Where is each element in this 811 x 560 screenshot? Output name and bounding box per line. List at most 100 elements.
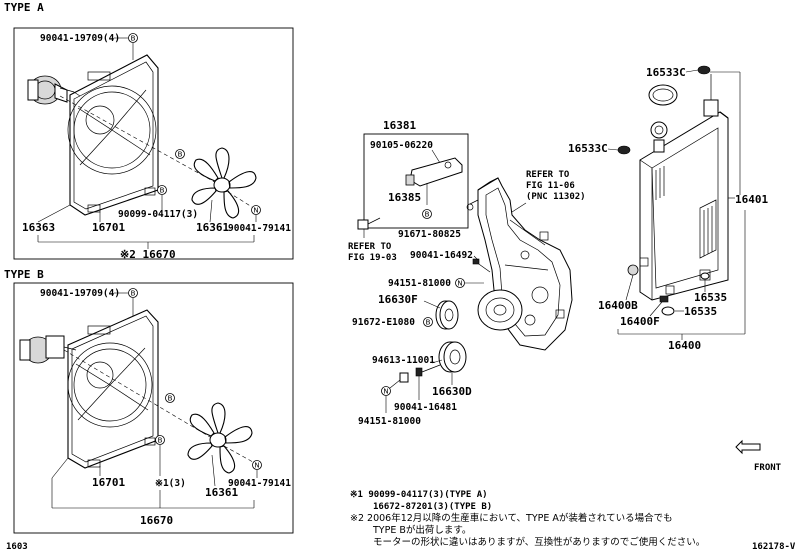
stud-drawing	[472, 258, 491, 273]
figure-id: 162178-V	[752, 542, 796, 552]
svg-text:B: B	[131, 35, 136, 43]
type-a-bolt-top-label: 90041-19709(4)	[40, 33, 120, 44]
type-b-bolt-top-label: 90041-19709(4)	[40, 288, 120, 299]
refer-b-line1: REFER TO	[526, 170, 570, 180]
svg-text:B: B	[131, 290, 136, 298]
type-a-fan-drawing	[191, 147, 257, 219]
type-b-marker-b1	[165, 393, 175, 403]
reservoir-drawing	[648, 84, 678, 106]
svg-text:B: B	[178, 151, 183, 159]
type-a-marker-b2	[157, 185, 167, 195]
pump-housing-drawing	[477, 289, 523, 331]
type-b-shroud-drawing	[67, 309, 159, 469]
refer-b-line3: (PNC 11302)	[526, 192, 586, 202]
stud-label: 90041-16492	[410, 250, 473, 261]
idler-bolt-drawing	[399, 364, 441, 383]
plug-a-label: 16535	[694, 291, 727, 304]
svg-text:B: B	[160, 187, 165, 195]
note1-line2: 16672-87201(3)(TYPE B)	[373, 502, 492, 512]
cap-top-drawing	[697, 65, 711, 75]
note1-line1: ※1 90099-04117(3)(TYPE A)	[350, 490, 488, 500]
refer-a-line2: FIG 19-03	[348, 253, 397, 263]
bracket-label: 16385	[388, 191, 421, 204]
timing-cover-drawing	[466, 177, 573, 351]
type-b-fan-bolt-label: ※1(3)	[155, 478, 186, 489]
type-a-fan-label: 16361	[196, 221, 229, 234]
pulley-bolt-label: 91672-E1080	[352, 317, 415, 328]
svg-text:N: N	[383, 388, 388, 396]
marker-b3	[423, 317, 433, 327]
bolt-a-label: 94151-81000	[388, 278, 451, 289]
svg-text:B: B	[158, 437, 163, 445]
bracket-marker	[422, 209, 432, 219]
type-a-motor-drawing	[27, 75, 81, 105]
plug-a-drawing	[700, 272, 710, 280]
idler-label: 16630D	[432, 385, 472, 398]
idler-drawing	[438, 341, 467, 373]
type-b-frame	[13, 282, 294, 534]
note2-line3: モーターの形状に違いはありますが、互換性がありますのでご使用ください。	[373, 536, 705, 548]
cap-top-label: 16533C	[646, 66, 686, 79]
radiator-drawing	[639, 74, 729, 301]
svg-text:N: N	[253, 207, 258, 215]
radiator-label: 16401	[735, 193, 768, 206]
type-a-frame	[13, 27, 294, 260]
plug-b-label: 16535	[684, 305, 717, 318]
bolt-b-label: 94151-81000	[358, 416, 421, 427]
refer-b-line2: FIG 11-06	[526, 181, 575, 191]
type-a-total-label: ※2 16670	[120, 248, 176, 261]
bracket-left-bolt	[357, 217, 381, 238]
type-b-nut-marker	[252, 460, 262, 470]
pulley-f-drawing	[435, 300, 459, 330]
svg-text:N: N	[457, 280, 462, 288]
type-b-bolt-top-marker	[128, 288, 138, 298]
front-indicator: FRONT	[735, 439, 782, 473]
drain-b-label: 16400B	[598, 299, 638, 312]
svg-text:B: B	[168, 395, 173, 403]
bracket-bolt2-label: 91671-80825	[398, 229, 461, 240]
type-b-motor-drawing	[19, 335, 77, 364]
type-b-section: TYPE B 90041-19709(4) B	[4, 268, 294, 534]
radiator-section: 16533C 16533C	[568, 65, 768, 352]
cap-side-label: 16533C	[568, 142, 608, 155]
type-a-title: TYPE A	[4, 1, 44, 14]
bracket2-label: 94613-11001	[372, 355, 435, 366]
refer-a-line1: REFER TO	[348, 242, 392, 252]
type-b-nut-label: 90041-79141	[228, 478, 291, 489]
plug-b-drawing	[661, 306, 675, 316]
type-a-marker-b1	[175, 149, 185, 159]
marker-n2	[381, 386, 391, 396]
type-a-fan-assy-label: 16701	[92, 221, 125, 234]
idler-bolt-label: 90041-16481	[394, 402, 457, 413]
type-a-nut-marker	[251, 205, 261, 215]
bracket-group-frame	[363, 133, 469, 229]
type-b-fan-label: 16361	[205, 486, 238, 499]
assembly-label: 16400	[668, 339, 701, 352]
marker-n1	[455, 278, 465, 288]
type-a-section: TYPE A 90041-19709(4) B	[4, 1, 294, 261]
notes-block: ※1 90099-04117(3)(TYPE A) 16672-87201(3)…	[350, 490, 705, 548]
pulley-f-label: 16630F	[378, 293, 418, 306]
front-arrow-icon	[735, 439, 761, 455]
center-section: 16381 90105-06220 16385 B 91671-80825 RE…	[348, 119, 586, 427]
svg-text:B: B	[426, 319, 431, 327]
type-a-shroud-drawing	[67, 54, 159, 216]
svg-text:B: B	[425, 211, 430, 219]
page-number: 1603	[6, 542, 28, 552]
drain-f-drawing	[659, 295, 669, 303]
type-a-bolt-top-marker	[128, 33, 138, 43]
type-b-marker-b2	[155, 435, 165, 445]
bracket-drawing	[405, 157, 463, 205]
type-b-title: TYPE B	[4, 268, 44, 281]
type-b-total-label: 16670	[140, 514, 173, 527]
front-label: FRONT	[754, 463, 782, 473]
type-b-fan-drawing	[187, 402, 253, 474]
note2-line1: ※2 2006年12月以降の生産車において、TYPE Aが装着されている場合でも	[350, 512, 673, 524]
type-a-nut-label: 90041-79141	[228, 223, 291, 234]
type-a-fan-bolt-label: 90099-04117(3)	[118, 209, 198, 220]
svg-text:N: N	[254, 462, 259, 470]
drain-b-drawing	[627, 264, 639, 276]
bracket-bolt-label: 90105-06220	[370, 140, 433, 151]
type-b-fan-assy-label: 16701	[92, 476, 125, 489]
